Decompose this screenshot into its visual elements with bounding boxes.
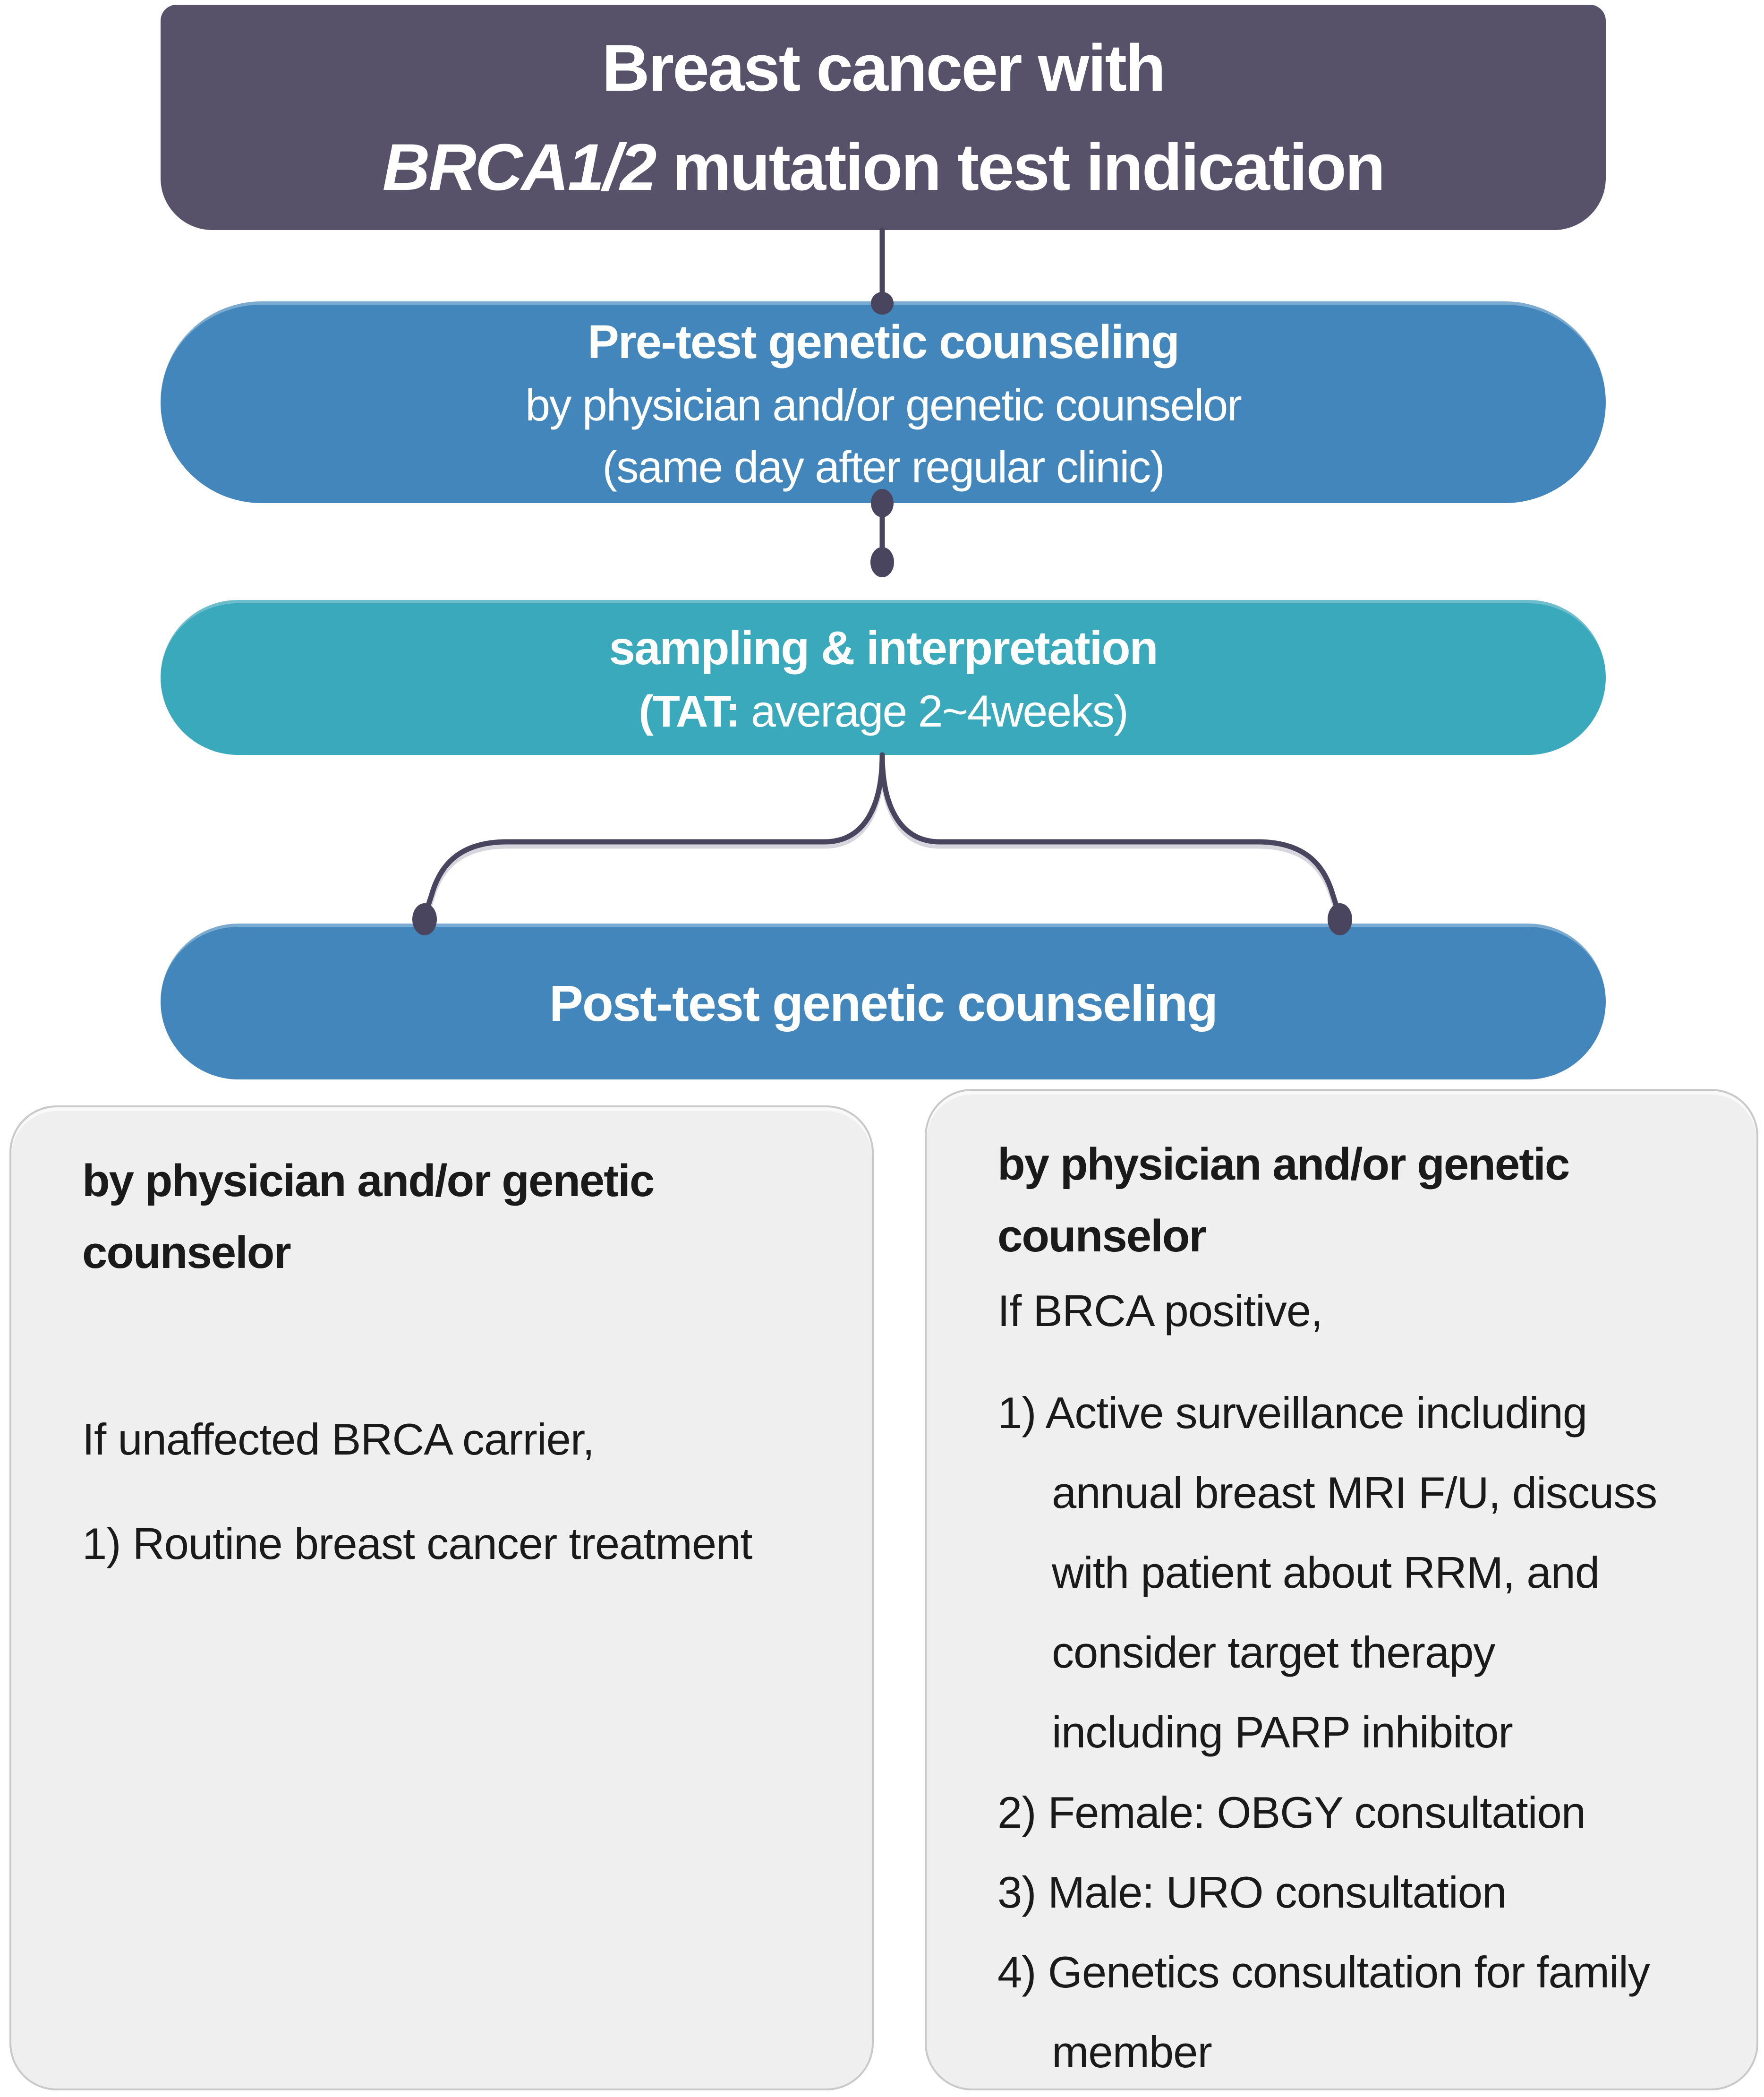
sampling-box: sampling & interpretation (TAT: average …: [161, 600, 1606, 755]
connector-dot-midgap: [870, 547, 894, 577]
split-bracket-shadow-left: [424, 756, 885, 918]
pretest-subline2: (same day after regular clinic): [602, 442, 1165, 492]
posttest-heading: Post-test genetic counseling: [549, 974, 1218, 1032]
sampling-heading: sampling & interpretation: [609, 621, 1158, 675]
right-panel-condition: If BRCA positive,: [997, 1286, 1323, 1336]
split-bracket-left: [424, 752, 885, 914]
title-line2-rest: mutation test indication: [655, 129, 1386, 204]
pretest-counseling-box: Pre-test genetic counseling by physician…: [161, 301, 1606, 503]
posttest-counseling-box: Post-test genetic counseling: [161, 924, 1606, 1079]
title-line2: BRCA1/2 mutation test indication: [382, 118, 1386, 217]
right-panel-item-2: 2) Female: OBGY consultation: [997, 1787, 1586, 1837]
sampling-tat-line: (TAT: average 2~4weeks): [639, 681, 1129, 743]
pretest-subline1: by physician and/or genetic counselor: [525, 380, 1242, 430]
title-line1: Breast cancer with: [602, 30, 1166, 105]
tat-rest: average 2~4weeks): [739, 686, 1129, 736]
pretest-heading: Pre-test genetic counseling: [588, 315, 1180, 368]
title-box: Breast cancer with BRCA1/2 mutation test…: [161, 5, 1606, 230]
split-bracket-right: [879, 752, 1341, 914]
tat-label: (TAT:: [639, 686, 740, 736]
split-bracket-shadow-right: [879, 756, 1341, 918]
title-gene-name: BRCA1/2: [382, 129, 657, 204]
left-panel-item-1: 1) Routine breast cancer treatment: [82, 1518, 753, 1568]
left-panel-condition: If unaffected BRCA carrier,: [82, 1414, 595, 1464]
right-panel-item-3: 3) Male: URO consultation: [997, 1867, 1507, 1917]
